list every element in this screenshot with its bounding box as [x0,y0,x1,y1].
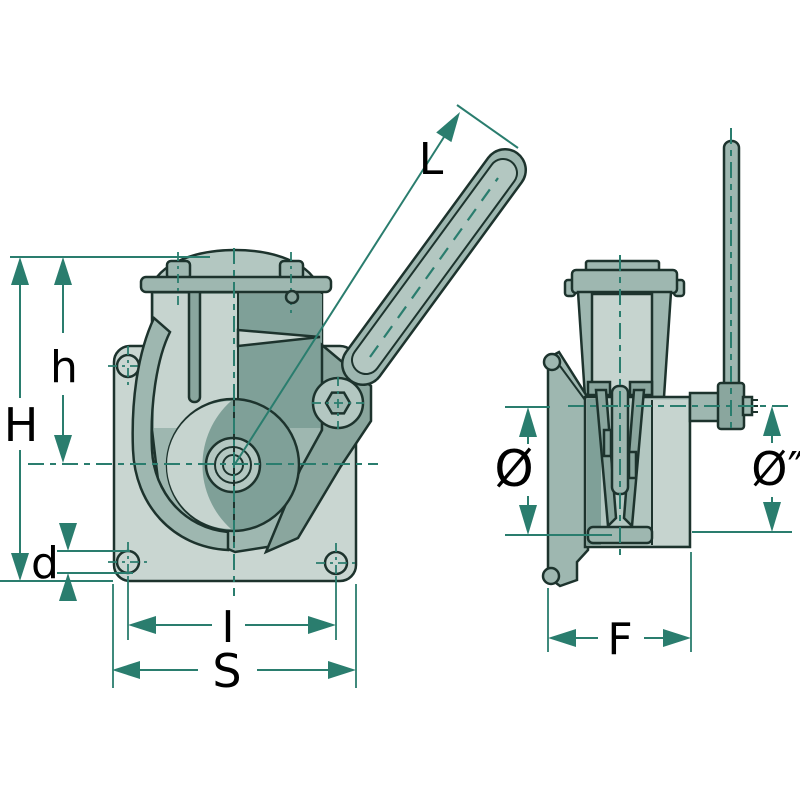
arrowhead-left [128,616,156,634]
dimension-d-label: d [31,538,59,589]
arrowhead-right [308,616,336,634]
arrowhead-lever [436,112,460,143]
cap-flange [139,275,333,294]
drum-right-face [652,400,688,545]
dimension-F: F [547,552,692,665]
arrowhead-left [548,629,576,647]
hole-crosshair [316,543,356,579]
lever-centerline [369,177,499,358]
arrowhead-down [54,435,72,463]
bolt-centerlines [177,252,292,318]
spout-notch [236,328,321,348]
front-view [28,148,527,596]
side-view [541,128,790,588]
arrowhead-up [11,257,29,285]
funnel-leg-left [594,388,618,529]
side-neck-bore [590,292,654,399]
volute-scroll [131,315,230,552]
rod-tab-right [627,450,638,480]
lever-pivot [311,376,365,430]
side-cap-band [570,268,679,295]
dimension-annotations: H h d I [0,104,800,698]
dimension-S: S [112,644,356,698]
dimension-F-label: F [607,614,632,665]
arrowhead-up [763,406,781,436]
flange-hole [284,289,300,305]
dimension-bore-left-label: Ø [494,440,533,498]
side-flange [546,350,590,588]
rod-tab-left [602,428,613,458]
arrowhead-down [519,505,537,535]
pivot-crosshair [312,377,364,429]
arrowhead-down [763,502,781,532]
dimension-H-label: H [4,398,39,452]
dimension-bore-right: Ø″ [692,406,800,533]
dimension-I: I [112,576,357,688]
flange-gusset [559,365,589,405]
leader-line [234,136,445,465]
dimension-H: H [4,257,39,581]
dimension-bore-left: Ø [494,406,612,536]
arrowhead-right [328,661,356,679]
lever-handle [341,148,527,386]
dimension-L-label: L [419,134,444,185]
arrowhead-up [519,407,537,437]
arrowhead-up [54,257,72,285]
arrowhead-right [663,629,691,647]
dimension-bore-right-label: Ø″ [751,442,800,496]
rib-slot [187,280,202,404]
flange-foot [541,566,561,586]
arrowhead-down [11,553,29,581]
drum-left-shade [587,399,601,545]
hole-crosshair [108,346,150,388]
arrowhead-down [59,523,77,551]
flange-knob [542,352,562,372]
dimension-d: d [31,523,133,601]
arrowhead-up [59,573,77,601]
dimension-I-label: I [222,602,235,653]
dimension-S-label: S [212,644,241,698]
dimension-L: L [234,104,519,465]
tick-line [456,104,519,149]
arrowhead-left [112,661,140,679]
dimension-h-label: h [50,342,78,393]
dimension-h: h [50,257,78,463]
